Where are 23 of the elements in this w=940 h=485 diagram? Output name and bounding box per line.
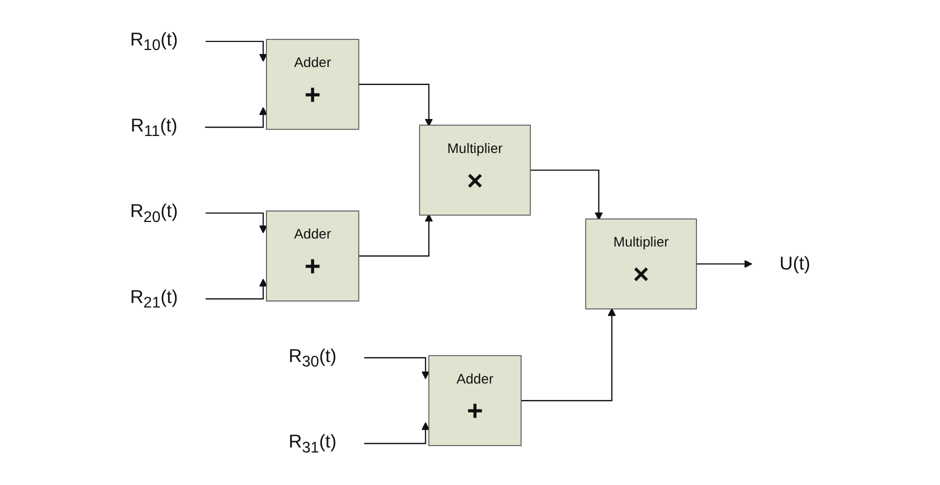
arrow [205,212,268,234]
arrow [364,357,430,380]
arrow [364,422,430,444]
node-text: R$_{31}$(t) [288,432,336,456]
arrow [358,214,433,257]
arrow [204,107,268,128]
node-text: R$_{10}$(t) [130,30,178,54]
node-box: Adder + [266,38,360,130]
arrow [205,40,268,62]
node-text: R$_{21}$(t) [130,287,178,312]
node-box: Adder + [266,210,360,302]
arrow [696,260,752,268]
node-text: U(t) [779,254,810,274]
node-text: R$_{20}$(t) [130,202,178,226]
arrow [358,84,433,127]
node-box: Multiplier × [585,218,697,310]
node-box: Multiplier × [418,124,531,216]
node-text: R$_{30}$(t) [288,346,336,370]
arrow [205,278,268,300]
node-text: R$_{11}$(t) [130,116,178,140]
arrow [520,308,616,402]
node-box: Adder + [428,355,522,446]
arrow [530,170,603,220]
